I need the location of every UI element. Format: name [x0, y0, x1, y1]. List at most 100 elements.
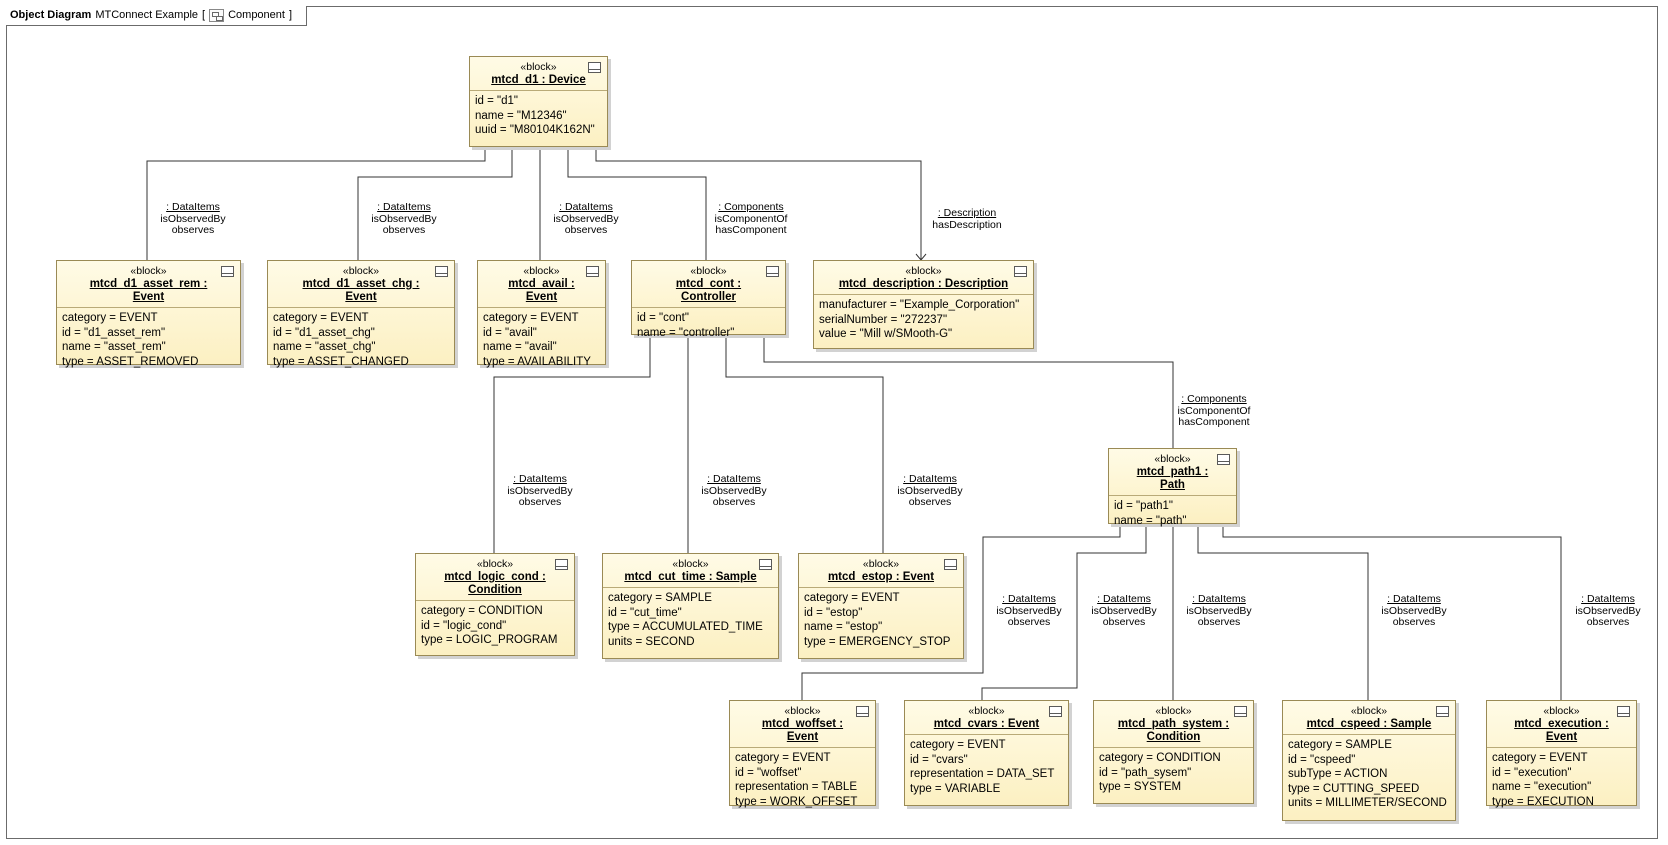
block-icon — [856, 706, 869, 717]
block-icon — [555, 559, 568, 570]
block-attribute: category = EVENT — [62, 312, 158, 324]
block-asset-rem[interactable]: «block»mtcd_d1_asset_rem : Event category… — [56, 260, 241, 368]
block-name: mtcd_woffset : Event — [761, 718, 844, 743]
block-stereotype: «block» — [1155, 705, 1192, 717]
link-role: : DataItems — [903, 473, 957, 485]
link-role: : Description — [937, 207, 997, 219]
block-icon — [1617, 706, 1630, 717]
block-icon — [1436, 706, 1449, 717]
link-end2: observes — [908, 496, 952, 508]
block-icon — [588, 62, 601, 73]
block-attribute: category = CONDITION — [421, 605, 543, 617]
link-end1: isComponentOf — [1177, 404, 1251, 417]
block-attribute: name = "path" — [1114, 514, 1187, 527]
block-icon — [1049, 706, 1062, 717]
link-end2: observes — [564, 224, 608, 236]
link-role: : DataItems — [559, 201, 613, 213]
label-components-path1: : Components isComponentOf hasComponent — [1177, 393, 1251, 429]
block-stereotype: «block» — [523, 265, 560, 277]
block-stereotype: «block» — [342, 265, 380, 277]
block-header: «block»mtcd_d1 : Device — [470, 57, 607, 91]
block-header: «block»mtcd_cspeed : Sample — [1283, 701, 1455, 735]
block-attributes: manufacturer = "Example_Corporation"seri… — [814, 295, 1033, 344]
block-attribute: category = SAMPLE — [1288, 739, 1392, 751]
block-attribute: type = VARIABLE — [910, 782, 1001, 795]
label-description: : Description hasDescription — [932, 207, 1002, 231]
block-name: mtcd_estop : Event — [827, 571, 935, 583]
label-dataitems-logic-cond: : DataItems isObservedBy observes — [507, 473, 572, 509]
block-attribute: id = "logic_cond" — [421, 619, 507, 632]
block-attribute: id = "woffset" — [735, 766, 802, 779]
block-name: mtcd_path1 : Path — [1136, 466, 1209, 491]
link-end2: hasComponent — [1178, 416, 1250, 428]
link-end1: isObservedBy — [160, 212, 226, 225]
block-attribute: representation = TABLE — [735, 781, 857, 793]
link-role: : DataItems — [377, 201, 431, 213]
block-stereotype: «block» — [1543, 705, 1580, 717]
bracket-close: ] — [288, 9, 293, 21]
link-role: : Components — [1181, 393, 1247, 405]
block-icon — [1234, 706, 1247, 717]
block-attribute: type = EMERGENCY_STOP — [804, 635, 951, 648]
link-role: : DataItems — [1097, 593, 1151, 605]
link-end1: hasDescription — [932, 218, 1002, 231]
block-attribute: id = "d1_asset_chg" — [273, 326, 375, 339]
block-header: «block»mtcd_d1_asset_rem : Event — [57, 261, 240, 308]
link-cont-logic-cond — [493, 335, 651, 553]
link-device-asset-rem — [146, 147, 486, 260]
block-attribute: type = ASSET_REMOVED — [62, 355, 199, 368]
block-attribute: category = SAMPLE — [608, 592, 712, 604]
link-role: : DataItems — [1387, 593, 1441, 605]
link-end2: observes — [1102, 616, 1146, 628]
label-dataitems-woffset: : DataItems isObservedBy observes — [996, 593, 1061, 629]
block-attribute: id = "path_sysem" — [1099, 766, 1192, 779]
block-attribute: category = EVENT — [273, 312, 369, 324]
block-attribute: id = "avail" — [483, 326, 537, 339]
link-end2: observes — [171, 224, 215, 236]
block-attribute: serialNumber = "272237" — [819, 313, 948, 326]
block-attribute: name = "asset_chg" — [273, 341, 376, 353]
block-name: mtcd_cspeed : Sample — [1306, 718, 1432, 730]
block-icon — [1014, 266, 1027, 277]
block-attribute: name = "estop" — [804, 621, 883, 633]
block-header: «block»mtcd_execution : Event — [1487, 701, 1636, 748]
link-end2: observes — [712, 496, 756, 508]
block-stereotype: «block» — [1154, 453, 1191, 465]
link-end1: isObservedBy — [1186, 604, 1252, 617]
block-attribute: id = "cut_time" — [608, 606, 682, 619]
block-stereotype: «block» — [1350, 705, 1388, 717]
block-attributes: category = EVENT id = "d1_asset_chg"name … — [268, 308, 454, 371]
label-dataitems-cspeed: : DataItems isObservedBy observes — [1381, 593, 1447, 629]
block-attributes: id = "cont"name = "controller" — [632, 308, 785, 342]
link-role: : DataItems — [1192, 593, 1246, 605]
block-stereotype: «block» — [968, 705, 1005, 717]
diagram-frame — [6, 6, 1658, 839]
link-end1: isObservedBy — [701, 484, 767, 497]
block-attribute: id = "cont" — [637, 312, 689, 324]
link-end1: isObservedBy — [1381, 604, 1447, 617]
block-attribute: type = EXECUTION — [1492, 795, 1594, 808]
link-end2: hasComponent — [715, 224, 787, 236]
diagram-context: Component — [228, 9, 285, 21]
block-attribute: id = "d1_asset_rem" — [62, 326, 166, 339]
block-header: «block»mtcd_d1_asset_chg : Event — [268, 261, 454, 308]
link-device-cont — [567, 147, 707, 260]
link-role: : DataItems — [513, 473, 567, 485]
